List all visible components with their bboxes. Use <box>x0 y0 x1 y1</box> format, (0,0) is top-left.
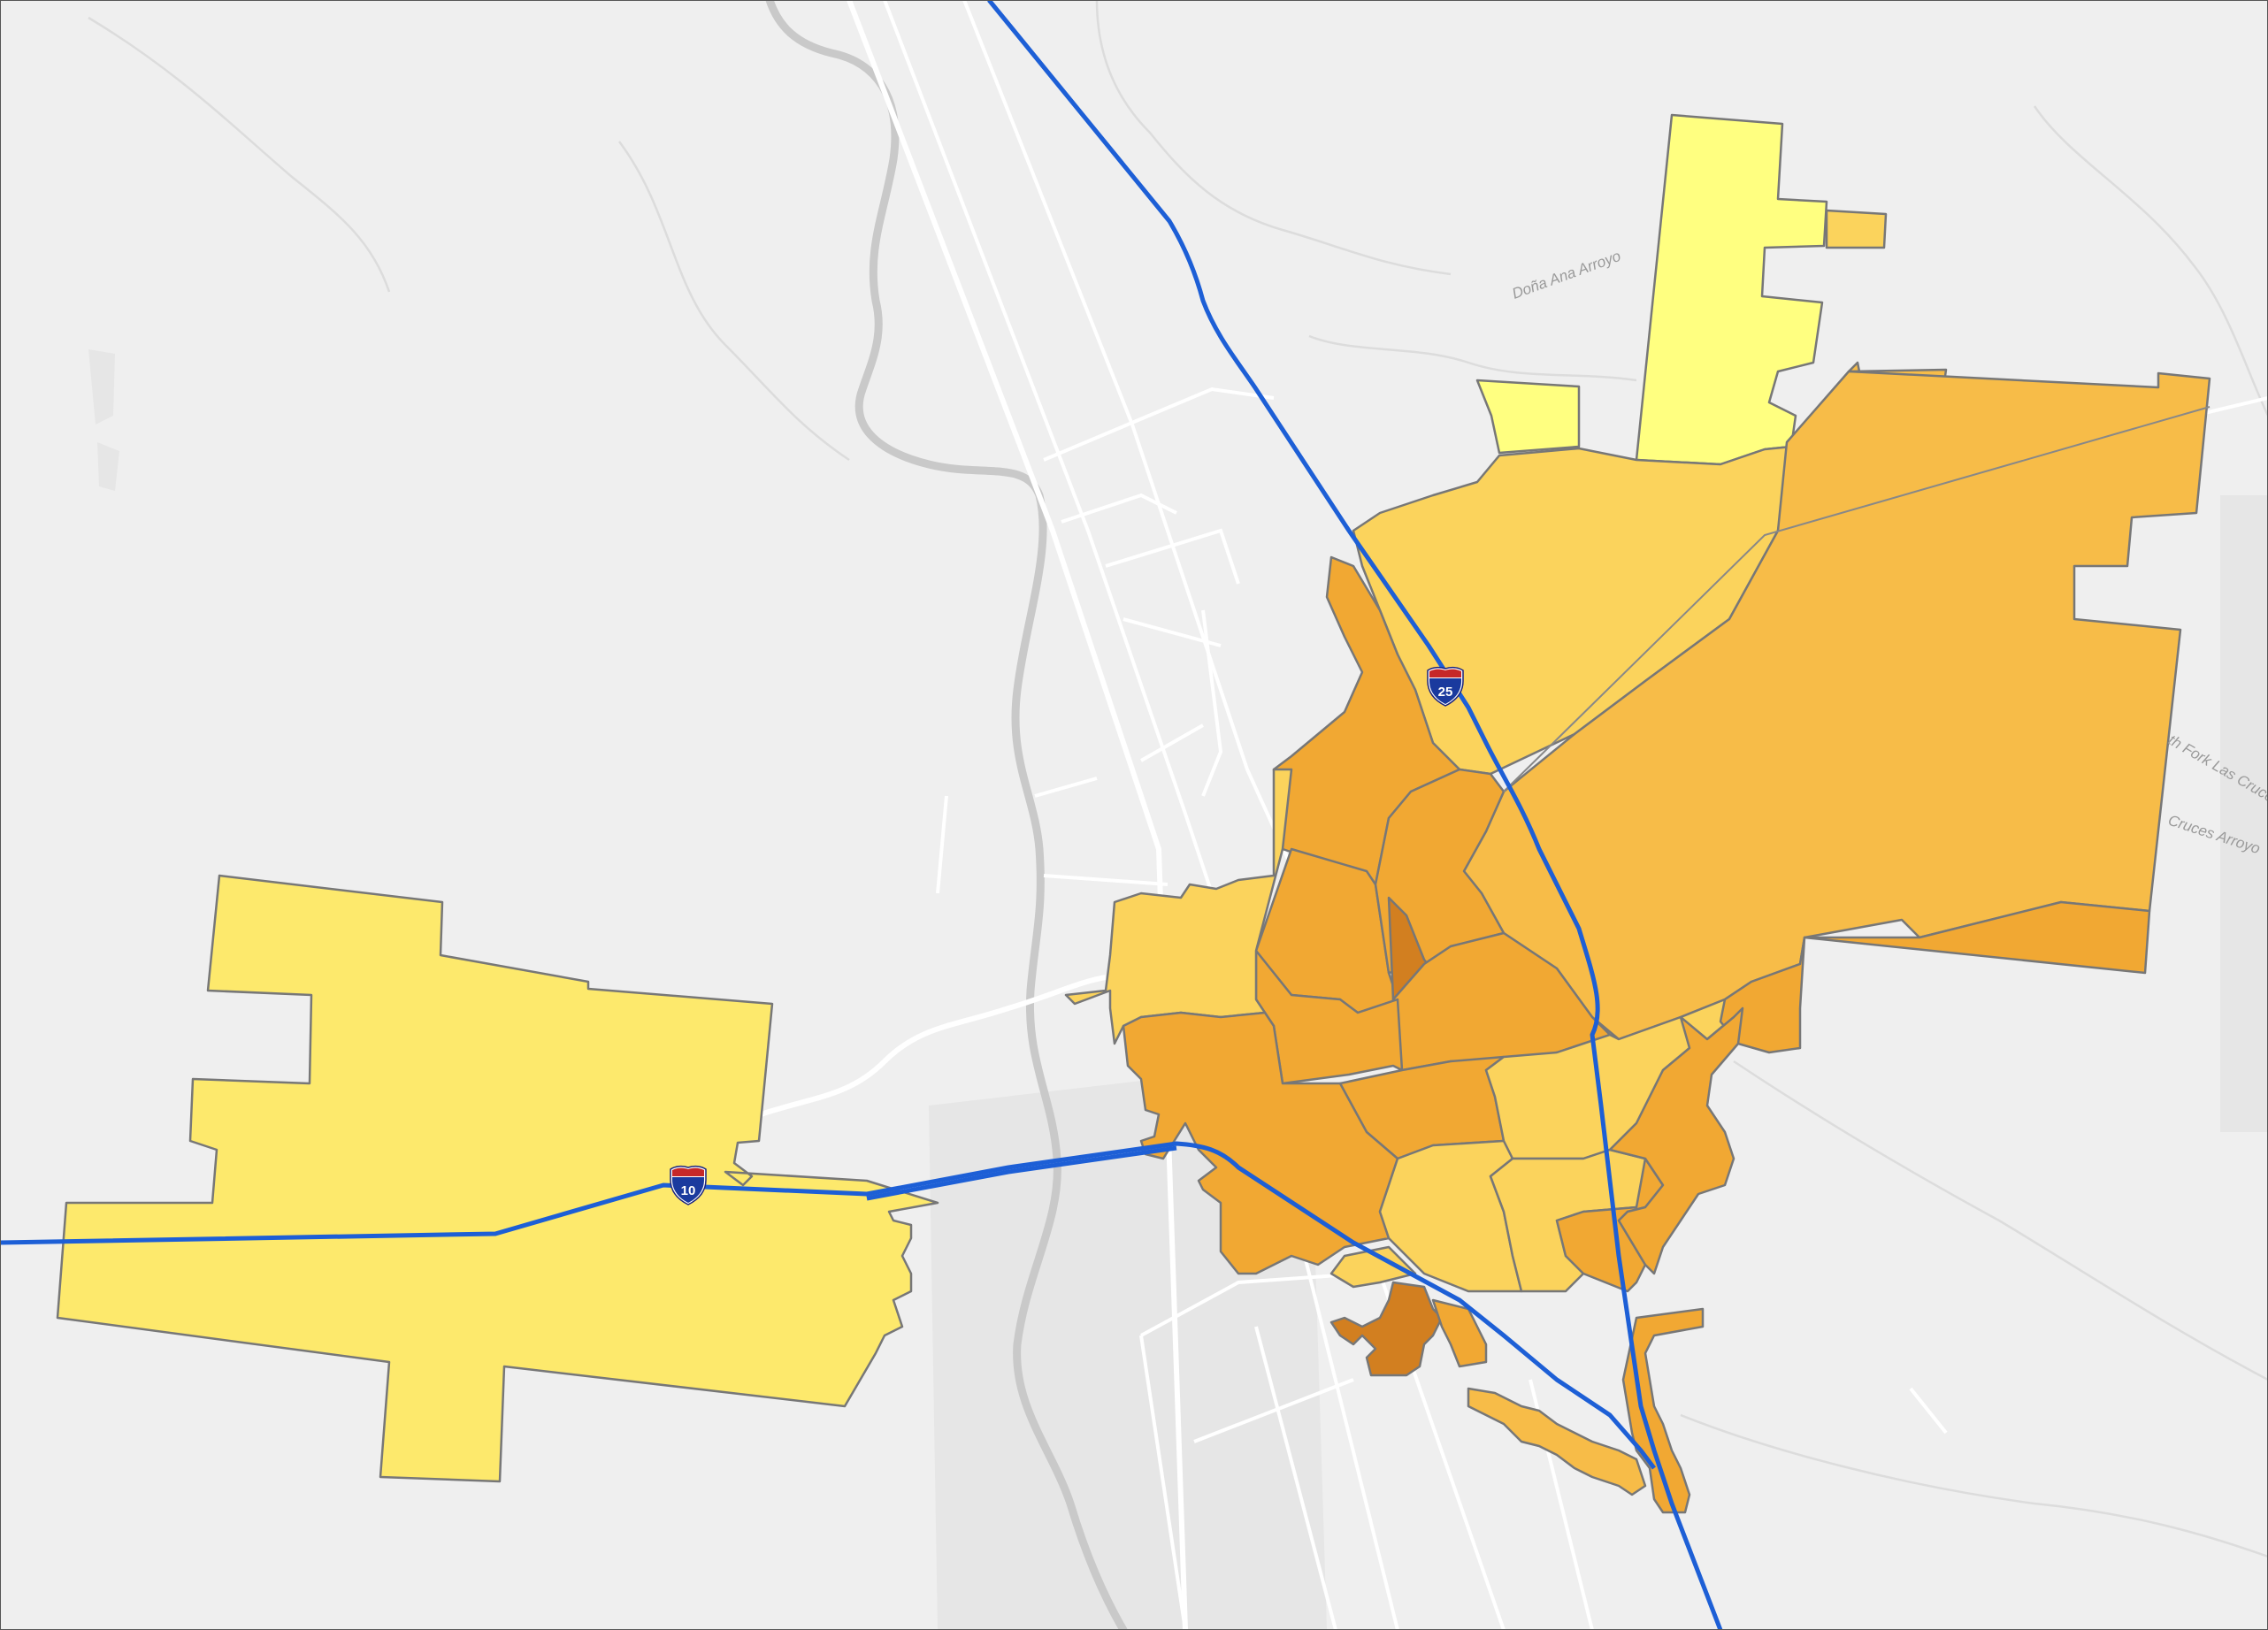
interstate-10-loop <box>866 1145 1177 1201</box>
tract-north-c[interactable] <box>1475 379 1581 455</box>
i10-shield: 10 <box>670 1165 707 1205</box>
tract-east-south[interactable] <box>1803 900 2151 975</box>
washes <box>88 0 2268 1558</box>
census-tracts <box>56 113 2211 1514</box>
i25-shield: 25 <box>1427 666 1464 707</box>
interstate-10 <box>0 1141 1656 1470</box>
tract-southeast-strip[interactable] <box>1621 1307 1705 1514</box>
tract-south-5[interactable] <box>1329 1245 1417 1289</box>
i25-shield-number: 25 <box>1438 685 1453 700</box>
tract-southeast-3[interactable] <box>1608 1006 1744 1275</box>
i10-shield-number: 10 <box>681 1183 696 1198</box>
tract-west-large[interactable] <box>56 874 939 1483</box>
tract-south-4[interactable] <box>1431 1298 1488 1368</box>
tract-south-strip[interactable] <box>1467 1387 1647 1496</box>
tract-lines <box>1503 406 2211 792</box>
tract-north-b[interactable] <box>1825 209 1888 249</box>
rio-grande-river <box>765 0 1128 1630</box>
interstate-25 <box>987 0 1723 1630</box>
tract-southwest-central[interactable] <box>1122 1011 1399 1275</box>
